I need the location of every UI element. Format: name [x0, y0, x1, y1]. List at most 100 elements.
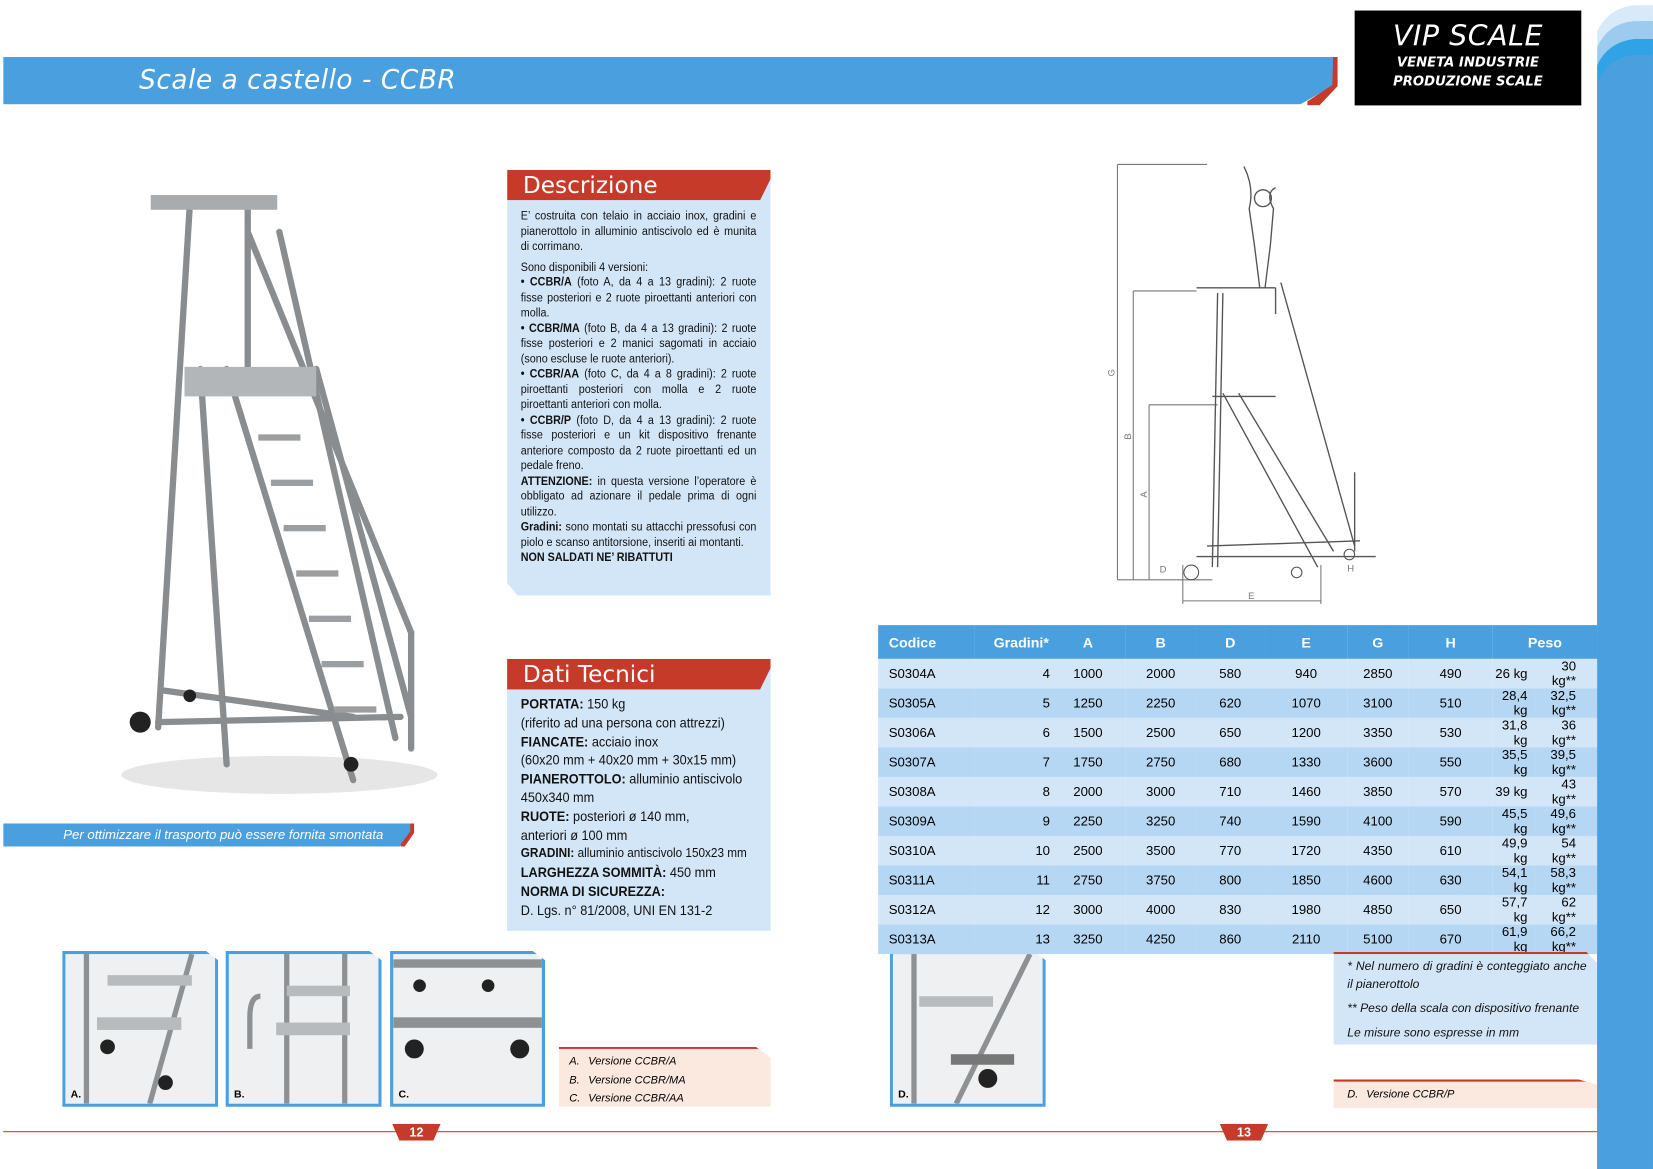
table-cell: 1500 [1049, 717, 1126, 748]
table-cell: 550 [1408, 747, 1493, 777]
table-cell: 45,5 kg [1492, 806, 1536, 836]
table-cell: S0309A [878, 806, 975, 836]
table-cell: 58,3 kg** [1535, 865, 1598, 896]
table-cell: 570 [1408, 776, 1493, 807]
thumbnail-label: C. [398, 1088, 410, 1101]
thumbnail-d: D. [889, 950, 1046, 1107]
table-cell: 3600 [1347, 747, 1409, 777]
version-d-legend: D.Versione CCBR/P [1333, 1079, 1598, 1108]
table-cell: 62 kg** [1535, 895, 1598, 925]
table-cell: 2500 [1125, 717, 1196, 748]
table-cell: 6 [974, 717, 1050, 748]
table-cell: 4600 [1347, 865, 1409, 896]
table-cell: 9 [974, 806, 1050, 836]
table-cell: 670 [1408, 924, 1493, 955]
table-cell: 2110 [1265, 924, 1348, 955]
dati-tecnici-body: PORTATA: 150 kg(riferito ad una persona … [521, 695, 763, 920]
legend-item: A.Versione CCBR/A [569, 1055, 677, 1068]
table-cell: 580 [1195, 658, 1266, 689]
table-cell: 530 [1408, 717, 1493, 748]
spec-gradini: GRADINI: alluminio antiscivolo 150x23 mm [520, 845, 747, 861]
table-cell: 620 [1195, 688, 1266, 718]
table-cell: 650 [1408, 895, 1493, 925]
table-cell: S0306A [878, 717, 975, 748]
version-item: • CCBR/MA (foto B, da 4 a 13 gradini): 2… [520, 321, 757, 366]
table-cell: S0304A [878, 658, 975, 689]
table-cell: 4250 [1125, 924, 1196, 955]
table-cell: 10 [974, 835, 1050, 866]
table-cell: 66,2 kg** [1535, 924, 1598, 955]
table-cell: 710 [1195, 776, 1266, 807]
table-cell: 4000 [1125, 895, 1196, 925]
table-cell: 610 [1408, 835, 1493, 866]
thumbnail-d-photo [911, 954, 1033, 1104]
table-cell: 3750 [1125, 865, 1196, 896]
spec-portata: PORTATA: 150 kg(riferito ad una persona … [520, 695, 725, 731]
version-item: • CCBR/A (foto A, da 4 a 13 gradini): 2 … [520, 275, 757, 320]
table-cell: 2500 [1049, 835, 1126, 866]
table-cell: 3500 [1125, 835, 1196, 866]
descrizione-title: Descrizione [507, 169, 771, 201]
dati-tecnici-panel: Dati Tecnici PORTATA: 150 kg(riferito ad… [507, 658, 771, 931]
col-codice: Codice [878, 625, 975, 659]
table-cell: 3250 [1049, 924, 1126, 955]
thumbnail-a-photo [83, 954, 195, 1104]
descrizione-body: E’ costruita con telaio in acciaio inox,… [521, 209, 757, 566]
page-number-right: 13 [1219, 1123, 1269, 1141]
table-cell: 30 kg** [1535, 658, 1598, 689]
table-cell: 49,6 kg** [1535, 806, 1598, 836]
page-number-left: 12 [392, 1123, 441, 1141]
table-cell: 35,5 kg [1492, 747, 1536, 777]
table-cell: 39,5 kg** [1535, 747, 1598, 777]
table-cell: S0313A [878, 924, 975, 955]
logo-line2: PRODUZIONE SCALE [1393, 72, 1543, 89]
thumbnail-c-photo [393, 959, 542, 1059]
spec-fiancate: FIANCATE: acciaio inox(60x20 mm + 40x20 … [520, 733, 737, 768]
attenzione-note: ATTENZIONE: in questa versione l’operato… [520, 473, 757, 519]
thumbnail-c: C. [390, 950, 546, 1107]
thumbnail-label: A. [70, 1088, 82, 1101]
table-cell: S0305A [878, 688, 975, 718]
ladder-photo [121, 195, 438, 794]
dim-label-b: B [1123, 433, 1134, 439]
col-a: A [1049, 625, 1126, 659]
dim-label-h: H [1347, 563, 1354, 574]
table-cell: 1590 [1265, 806, 1348, 836]
versions-legend: A.Versione CCBR/A B.Versione CCBR/MA C.V… [558, 1046, 771, 1107]
spec-norma: NORMA DI SICUREZZA:D. Lgs. n° 81/2008, U… [520, 883, 713, 918]
table-cell: 1720 [1265, 835, 1348, 866]
table-cell: 2250 [1049, 806, 1126, 836]
legend-item: C.Versione CCBR/AA [569, 1092, 684, 1105]
table-cell: 36 kg** [1535, 717, 1598, 748]
table-cell: 31,8 kg [1492, 717, 1536, 748]
descrizione-intro: E’ costruita con telaio in acciaio inox,… [520, 208, 757, 254]
brand-logo: VIP SCALE VENETA INDUSTRIE PRODUZIONE SC… [1354, 10, 1582, 106]
table-cell: 28,4 kg [1492, 688, 1536, 718]
table-cell: S0312A [878, 895, 975, 925]
table-cell: 54 kg** [1535, 835, 1598, 866]
version-item: • CCBR/AA (foto C, da 4 a 8 gradini): 2 … [520, 366, 757, 412]
thumbnail-label: B. [234, 1088, 245, 1101]
table-cell: 1200 [1265, 717, 1348, 748]
table-cell: 510 [1408, 688, 1493, 718]
versions-intro: Sono disponibili 4 versioni: [520, 259, 649, 274]
table-cell: 2000 [1049, 776, 1126, 807]
dim-label-d: D [1160, 564, 1167, 575]
table-cell: 2850 [1347, 658, 1409, 689]
col-gradini: Gradini* [974, 625, 1050, 659]
table-cell: S0308A [878, 776, 975, 807]
table-cell: S0311A [878, 865, 975, 896]
dim-label-a: A [1139, 491, 1150, 498]
thumbnail-b: B. [225, 950, 382, 1107]
footer-line [3, 1131, 1598, 1133]
table-cell: 1070 [1265, 688, 1348, 718]
